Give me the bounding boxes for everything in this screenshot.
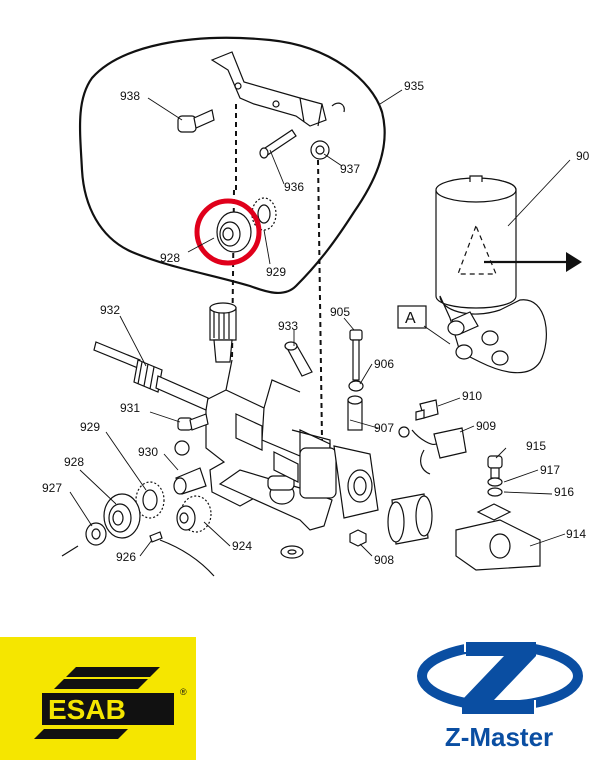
label-a: A — [405, 310, 416, 327]
label-917: 917 — [540, 463, 560, 477]
adjust-knob — [209, 302, 237, 363]
screw-910 — [415, 399, 439, 421]
label-908: 908 — [374, 553, 394, 567]
spring-937 — [310, 140, 330, 160]
label-90x: 90 — [576, 149, 590, 163]
zmaster-logo-text: Z-Master — [444, 722, 554, 752]
gear-929 — [135, 481, 165, 519]
roller-928-detail — [216, 211, 252, 253]
label-907: 907 — [374, 421, 394, 435]
nut-908 — [349, 529, 367, 547]
esab-registered-mark: ® — [180, 687, 187, 697]
label-927: 927 — [42, 481, 62, 495]
label-928-detail: 928 — [160, 251, 180, 265]
motor-assembly — [435, 175, 582, 374]
main-frame — [205, 359, 379, 531]
exploded-parts-diagram: 938 935 937 936 928 929 90 932 933 905 A… — [42, 36, 590, 577]
gear-924 — [176, 495, 212, 533]
shaft-932 — [93, 341, 209, 411]
label-938: 938 — [120, 89, 140, 103]
leader-lines — [69, 89, 571, 557]
roller-928 — [103, 493, 141, 539]
label-937: 937 — [340, 162, 360, 176]
label-909: 909 — [476, 419, 496, 433]
label-931: 931 — [120, 401, 140, 415]
pin-933 — [284, 341, 313, 377]
label-933: 933 — [278, 319, 298, 333]
spacer-907 — [347, 395, 363, 431]
pin-936 — [259, 129, 297, 159]
screw-905 — [349, 329, 363, 381]
label-914: 914 — [566, 527, 586, 541]
screw-931 — [177, 413, 209, 431]
bushing-930 — [173, 440, 207, 495]
nut-927 — [85, 522, 107, 546]
detail-bracket — [210, 51, 327, 127]
label-926: 926 — [116, 550, 136, 564]
pin-926 — [149, 531, 163, 543]
label-915: 915 — [526, 439, 546, 453]
callout-box-a — [397, 305, 427, 329]
label-924: 924 — [232, 539, 252, 553]
screw-915 — [476, 455, 512, 521]
label-929-detail: 929 — [266, 265, 286, 279]
label-936: 936 — [284, 180, 304, 194]
esab-logo: ESAB ® — [0, 637, 196, 760]
label-928: 928 — [64, 455, 84, 469]
zmaster-logo: Z-Master — [404, 636, 594, 756]
highlight-circle — [194, 198, 262, 266]
label-932: 932 — [100, 303, 120, 317]
label-935: 935 — [404, 79, 424, 93]
label-929: 929 — [80, 420, 100, 434]
wire-guide-914 — [387, 493, 541, 571]
label-910: 910 — [462, 389, 482, 403]
label-930: 930 — [138, 445, 158, 459]
esab-logo-text: ESAB — [48, 694, 126, 725]
sensor-909 — [398, 426, 467, 475]
label-906: 906 — [374, 357, 394, 371]
part-labels: 938 935 937 936 928 929 90 932 933 905 A… — [42, 79, 590, 567]
label-905: 905 — [330, 305, 350, 319]
screw-938 — [177, 109, 215, 133]
detail-bubble-outline — [78, 36, 386, 294]
washer-906 — [348, 380, 364, 392]
label-916: 916 — [554, 485, 574, 499]
